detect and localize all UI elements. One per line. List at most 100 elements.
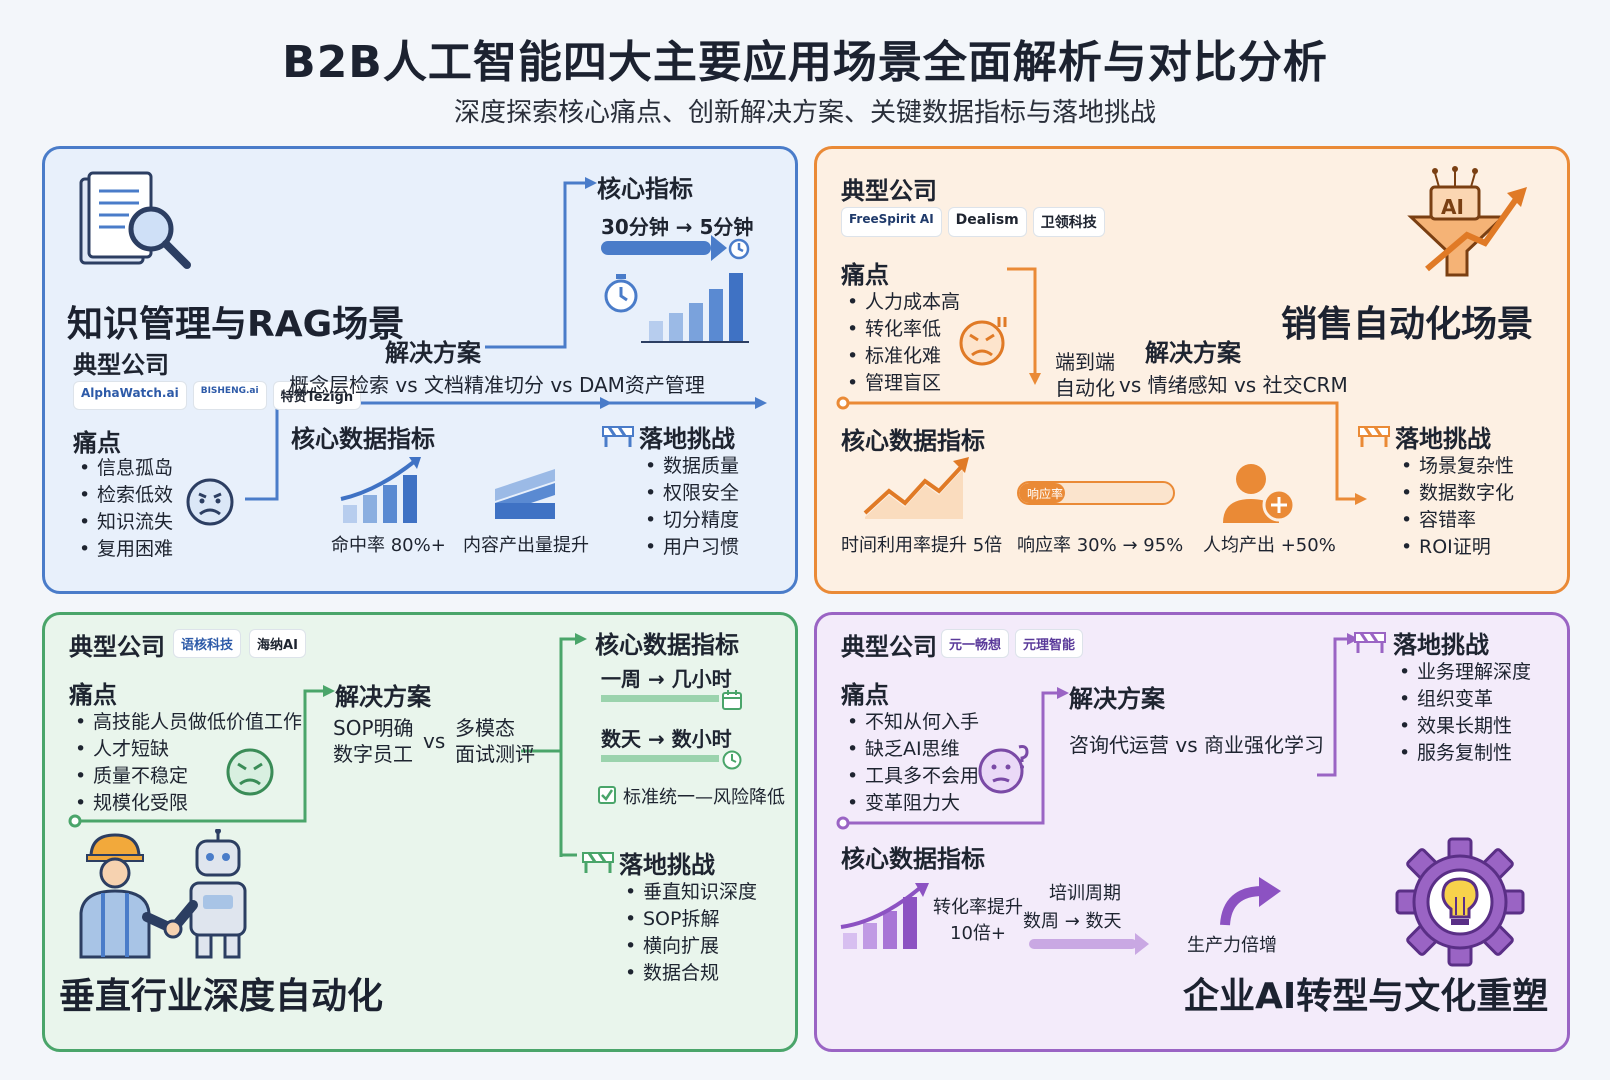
p4-solution-label: 解决方案 — [1069, 685, 1165, 713]
barrier-icon — [582, 852, 614, 873]
p2-flow-lines — [836, 267, 1367, 505]
list-item: 缺乏AI思维 — [847, 736, 979, 763]
p3-flow-lines — [68, 633, 719, 857]
barrier-icon — [602, 426, 634, 447]
stacked-blocks-icon — [495, 469, 555, 519]
document-search-icon — [79, 171, 191, 269]
growth-line-icon — [863, 457, 969, 519]
list-item: 数据数字化 — [1401, 480, 1514, 507]
p3-challenge-list: 垂直知识深度 SOP拆解 横向扩展 数据合规 — [625, 879, 757, 987]
p2-metric-response: 响应率 30% → 95% — [1017, 535, 1184, 556]
p2-metric-time: 时间利用率提升 5倍 — [841, 535, 1003, 556]
barrier-icon — [1358, 426, 1390, 447]
p1-companies-label: 典型公司 — [73, 351, 169, 379]
p3-solution-b: 多模态 面试测评 — [455, 716, 535, 766]
list-item: 信息孤岛 — [79, 455, 173, 482]
p3-core-standard: 标准统一—风险降低 — [623, 787, 785, 808]
list-item: 检索低效 — [79, 482, 173, 509]
list-item: 切分精度 — [645, 507, 739, 534]
page-subtitle: 深度探索核心痛点、创新解决方案、关键数据指标与落地挑战 — [453, 98, 1156, 128]
p2-pain-list: 人力成本高 转化率低 标准化难 管理盲区 — [847, 289, 960, 397]
list-item: 垂直知识深度 — [625, 879, 757, 906]
p1-metrics-label: 核心数据指标 — [291, 425, 435, 453]
company-logo: 卫领科技 — [1032, 207, 1105, 237]
p2-solution-text: vs 情绪感知 vs 社交CRM — [1119, 373, 1348, 397]
p3-solution-a: SOP明确 数字员工 — [333, 716, 414, 766]
p2-metrics-label: 核心数据指标 — [841, 427, 985, 455]
response-rate-bar — [1017, 481, 1175, 505]
p4-pain-list: 不知从何入手 缺乏AI思维 工具多不会用 变革阻力大 — [847, 709, 979, 817]
list-item: 知识流失 — [79, 509, 173, 536]
page-title: B2B人工智能四大主要应用场景全面解析与对比分析 — [282, 37, 1328, 88]
company-logo: 海纳AI — [249, 629, 306, 658]
p1-challenge-label: 落地挑战 — [639, 425, 735, 453]
p1-pain-label: 痛点 — [73, 429, 121, 457]
list-item: 数据质量 — [645, 453, 739, 480]
p2-title: 销售自动化场景 — [1281, 304, 1534, 345]
list-item: 复用困难 — [79, 536, 173, 563]
p2-solution-label: 解决方案 — [1145, 339, 1241, 367]
list-item: 业务理解深度 — [1399, 659, 1531, 686]
bar-chart-icon — [840, 883, 929, 949]
list-item: 质量不稳定 — [75, 763, 302, 790]
worker-robot-handshake-icon — [79, 829, 247, 959]
company-logo: AlphaWatch.ai — [73, 381, 187, 410]
list-item: 标准化难 — [847, 343, 960, 370]
p4-solution-text: 咨询代运营 vs 商业强化学习 — [1069, 733, 1324, 757]
p4-metric-productivity: 生产力倍增 — [1187, 935, 1277, 956]
list-item: 横向扩展 — [625, 933, 757, 960]
panel-ai-transformation: 典型公司 元一畅想 元理智能 痛点 不知从何入手 缺乏AI思维 工具多不会用 变… — [814, 612, 1570, 1052]
clock-icon — [722, 750, 742, 770]
list-item: 管理盲区 — [847, 370, 960, 397]
p3-challenge-label: 落地挑战 — [619, 851, 715, 879]
panel-knowledge-rag: 知识管理与RAG场景 典型公司 AlphaWatch.ai BISHENG.ai… — [42, 146, 798, 594]
p4-metric-training: 数周 → 数天 — [1023, 911, 1122, 932]
list-item: 权限安全 — [645, 480, 739, 507]
bar-chart-icon — [641, 273, 749, 343]
p3-core-week: 一周 → 几小时 — [601, 667, 732, 691]
curved-arrow-icon — [1220, 877, 1281, 926]
p3-pain-label: 痛点 — [69, 681, 117, 709]
frown-face-icon — [226, 748, 274, 796]
p4-metric-conversion: 转化率提升 10倍+ — [933, 897, 1023, 944]
panel-sales-automation: 典型公司 FreeSpirit AI Dealism 卫领科技 痛点 人力成本高… — [814, 146, 1570, 594]
p3-pain-list: 高技能人员做低价值工作 人才短缺 质量不稳定 规模化受限 — [75, 709, 302, 817]
p3-solution-label: 解决方案 — [335, 683, 431, 711]
p1-pain-list: 信息孤岛 检索低效 知识流失 复用困难 — [79, 455, 173, 563]
p1-core-value: 30分钟 → 5分钟 — [601, 215, 754, 239]
growth-bar-icon — [340, 457, 421, 523]
p4-companies-label: 典型公司 — [841, 633, 937, 661]
barrier-icon — [1354, 632, 1386, 653]
list-item: 场景复杂性 — [1401, 453, 1514, 480]
gear-lightbulb-icon — [1395, 837, 1525, 967]
p1-metric-hit-rate: 命中率 80%+ — [331, 535, 446, 556]
p4-metrics-label: 核心数据指标 — [841, 845, 985, 873]
p2-pain-label: 痛点 — [841, 261, 889, 289]
company-logo: FreeSpirit AI — [841, 207, 942, 237]
p3-core-days: 数天 → 数小时 — [601, 727, 732, 751]
list-item: 数据合规 — [625, 960, 757, 987]
p2-solution-lead: 端到端 自动化 — [1055, 350, 1115, 400]
panel-vertical-automation: 典型公司 语核科技 海纳AI 痛点 高技能人员做低价值工作 人才短缺 质量不稳定… — [42, 612, 798, 1052]
company-logo: 语核科技 — [173, 629, 242, 658]
p4-title: 企业AI转型与文化重塑 — [1183, 976, 1549, 1017]
list-item: 人才短缺 — [75, 736, 302, 763]
p2-challenge-label: 落地挑战 — [1395, 425, 1491, 453]
p1-solution-label: 解决方案 — [385, 339, 481, 367]
p1-core-label: 核心指标 — [597, 175, 693, 203]
list-item: 高技能人员做低价值工作 — [75, 709, 302, 736]
p4-pain-label: 痛点 — [841, 681, 889, 709]
p2-challenge-list: 场景复杂性 数据数字化 容错率 ROI证明 — [1401, 453, 1514, 561]
checkbox-icon — [598, 786, 616, 804]
p2-metric-output: 人均产出 +50% — [1203, 535, 1336, 556]
p3-solution-vs: vs — [423, 729, 446, 753]
list-item: 不知从何入手 — [847, 709, 979, 736]
angry-face-icon — [959, 317, 1007, 366]
clock-icon — [728, 238, 750, 260]
response-rate-bar-label: 响应率 — [1027, 487, 1064, 501]
p3-companies-label: 典型公司 — [69, 633, 165, 661]
thinking-face-icon — [978, 745, 1029, 794]
company-logo: 元理智能 — [1015, 629, 1084, 658]
p3-title: 垂直行业深度自动化 — [59, 976, 384, 1017]
p4-company-logos: 元一畅想 元理智能 — [941, 629, 1084, 658]
